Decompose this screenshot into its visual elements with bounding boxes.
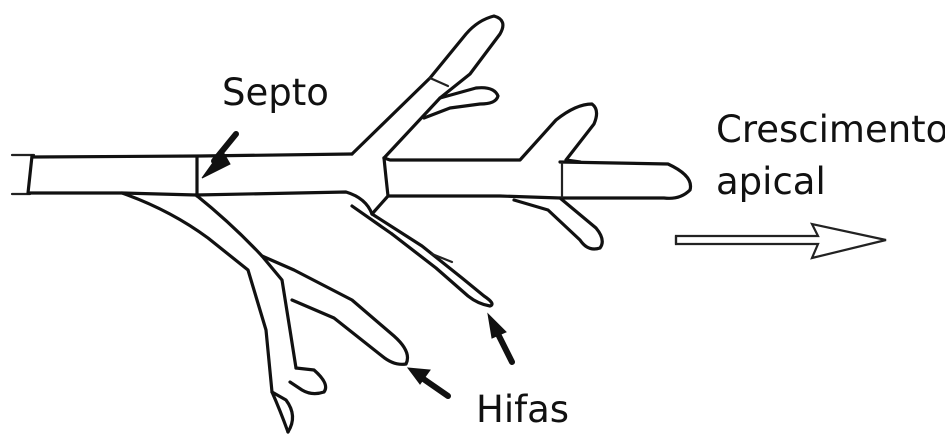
apical-label: apical — [716, 163, 826, 200]
crescimento-label: Crescimento — [716, 111, 945, 148]
middle-fork — [372, 104, 602, 249]
upper-branch — [352, 16, 503, 158]
main-hypha-left-cut — [12, 155, 34, 194]
lower-branch — [122, 193, 408, 432]
hifas-label: Hifas — [476, 391, 569, 428]
septo-label: Septo — [222, 74, 329, 111]
lower-middle-branch — [352, 206, 492, 306]
hifas-pointer-arrow-1 — [488, 314, 512, 362]
hifas-pointer-arrow-2 — [408, 368, 448, 396]
apical-tip — [560, 162, 691, 198]
main-hypha — [30, 154, 372, 214]
apical-growth-arrow — [676, 224, 886, 258]
